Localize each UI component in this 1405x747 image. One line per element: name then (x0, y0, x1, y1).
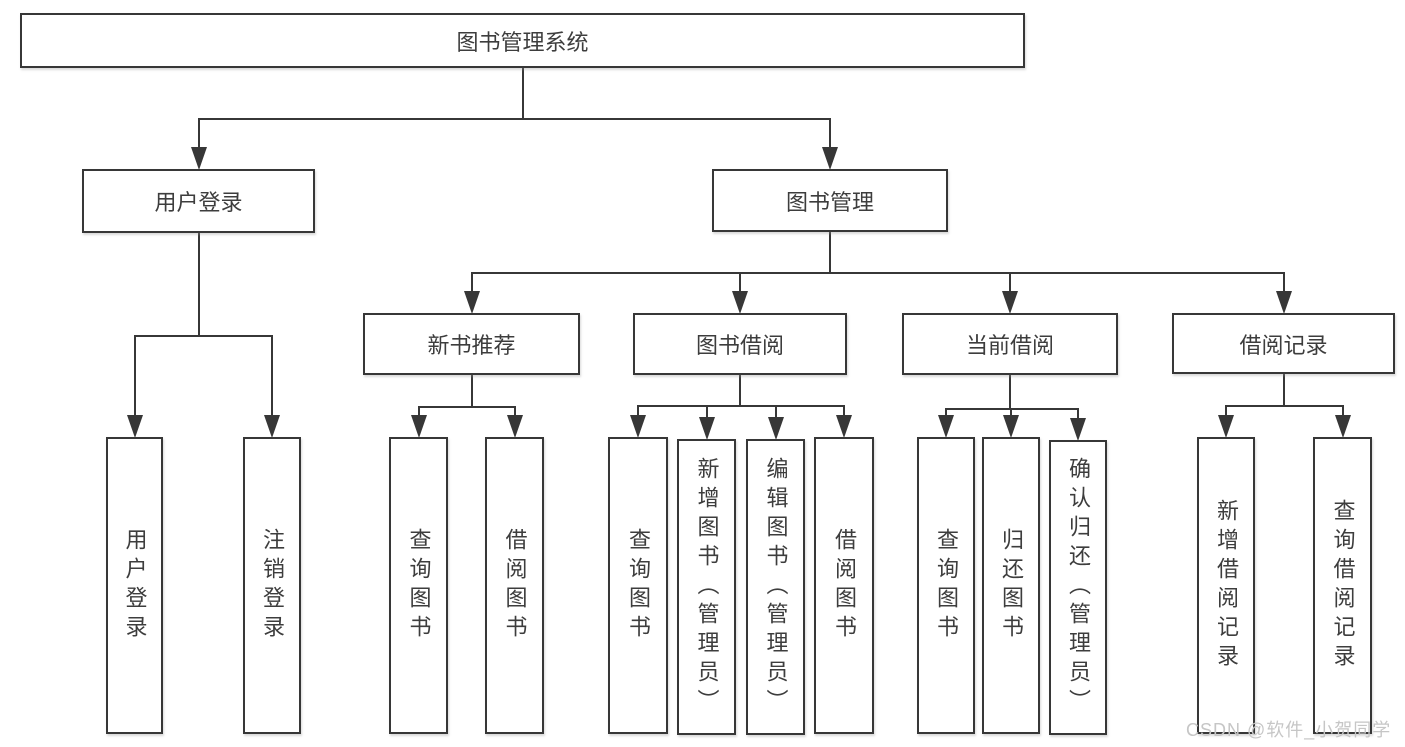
arrowhead-icon (630, 415, 646, 438)
arrowhead-icon (938, 415, 954, 438)
node-label-borrow: 图书借阅 (695, 333, 784, 358)
diagram-node-u1: 用户登录 (106, 437, 163, 734)
connector-line (470, 272, 1285, 274)
diagram-node-c3: 确认归还（管理员） (1049, 440, 1107, 735)
connector-line (521, 68, 524, 120)
connector-line (1225, 405, 1344, 407)
node-label-current: 当前借阅 (965, 333, 1054, 358)
diagram-node-c2: 归还图书 (982, 437, 1040, 734)
diagram-node-b3: 编辑图书（管理员） (746, 439, 805, 735)
arrowhead-icon (190, 147, 207, 170)
node-label-r2: 借阅图书 (502, 527, 528, 644)
diagram-node-rc2: 查询借阅记录 (1313, 437, 1372, 734)
connector-line (470, 375, 473, 408)
node-label-rc2: 查询借阅记录 (1330, 498, 1356, 673)
node-label-c1: 查询图书 (934, 527, 959, 644)
arrowhead-icon (822, 147, 838, 170)
node-label-login: 用户登录 (154, 190, 243, 215)
connector-line (1282, 374, 1285, 407)
arrowhead-icon (1218, 415, 1234, 438)
arrowhead-icon (463, 291, 480, 314)
connector-line (1225, 405, 1227, 418)
diagram-node-login: 用户登录 (82, 169, 315, 233)
arrowhead-icon (732, 291, 748, 314)
arrowhead-icon (506, 415, 523, 438)
arrowhead-icon (836, 415, 852, 438)
connector-line (945, 408, 1079, 410)
diagram-node-r1: 查询图书 (389, 437, 448, 734)
connector-line (739, 272, 741, 294)
diagram-node-rc1: 新增借阅记录 (1197, 437, 1255, 734)
node-label-b2: 新增图书（管理员） (694, 456, 720, 718)
connector-line (1010, 408, 1012, 418)
connector-line (513, 406, 516, 418)
connector-line (133, 335, 273, 337)
connector-line (197, 118, 200, 150)
node-label-c3: 确认归还（管理员） (1066, 457, 1091, 718)
connector-line (739, 375, 741, 407)
connector-line (774, 405, 777, 420)
diagram-node-mgmt: 图书管理 (712, 169, 948, 232)
arrowhead-icon (1334, 415, 1351, 438)
node-label-mgmt: 图书管理 (785, 189, 874, 215)
connector-line (843, 405, 845, 418)
diagram-node-b1: 查询图书 (608, 437, 668, 734)
connector-line (829, 118, 831, 150)
connector-line (417, 406, 516, 408)
node-label-c2: 归还图书 (999, 527, 1024, 644)
connector-line (637, 405, 845, 407)
node-label-record: 借阅记录 (1239, 332, 1328, 358)
csdn-watermark: CSDN @软件_小贺同学 (1186, 720, 1392, 740)
node-label-r1: 查询图书 (406, 527, 432, 644)
arrowhead-icon (410, 415, 427, 438)
node-label-u1: 用户登录 (122, 527, 148, 644)
connector-line (133, 335, 136, 418)
node-label-rec: 新书推荐 (427, 333, 516, 358)
diagram-node-b4: 借阅图书 (814, 437, 874, 734)
connector-line (1282, 272, 1285, 294)
diagram-node-root: 图书管理系统 (20, 13, 1025, 68)
arrowhead-icon (1003, 415, 1019, 438)
diagram-node-b2: 新增图书（管理员） (677, 439, 736, 735)
arrowhead-icon (264, 415, 280, 438)
node-label-b1: 查询图书 (626, 527, 651, 644)
node-label-b3: 编辑图书（管理员） (763, 456, 789, 718)
connector-line (197, 233, 200, 337)
diagram-node-c1: 查询图书 (917, 437, 975, 734)
diagram-node-u2: 注销登录 (243, 437, 301, 734)
arrowhead-icon (767, 417, 784, 440)
arrowhead-icon (1002, 291, 1018, 314)
connector-line (945, 408, 947, 418)
diagram-node-r2: 借阅图书 (485, 437, 544, 734)
diagram-node-record: 借阅记录 (1172, 313, 1395, 374)
connector-line (1077, 408, 1079, 421)
connector-line (705, 405, 708, 420)
connector-line (470, 272, 473, 294)
diagram-node-rec: 新书推荐 (363, 313, 580, 375)
arrowhead-icon (1275, 291, 1292, 314)
node-label-b4: 借阅图书 (832, 527, 857, 644)
connector-line (197, 118, 831, 120)
arrowhead-icon (698, 417, 715, 440)
node-label-root: 图书管理系统 (456, 29, 589, 55)
diagram-node-borrow: 图书借阅 (633, 313, 847, 375)
connector-line (417, 406, 420, 418)
arrowhead-icon (126, 415, 143, 438)
connector-line (1009, 375, 1011, 410)
node-label-u2: 注销登录 (260, 527, 285, 644)
connector-line (637, 405, 639, 418)
connector-line (1341, 405, 1344, 418)
arrowhead-icon (1070, 418, 1086, 441)
diagram-node-current: 当前借阅 (902, 313, 1118, 375)
node-label-rc1: 新增借阅记录 (1214, 498, 1239, 673)
connector-line (1009, 272, 1011, 294)
connector-line (271, 335, 273, 418)
connector-line (829, 232, 831, 274)
